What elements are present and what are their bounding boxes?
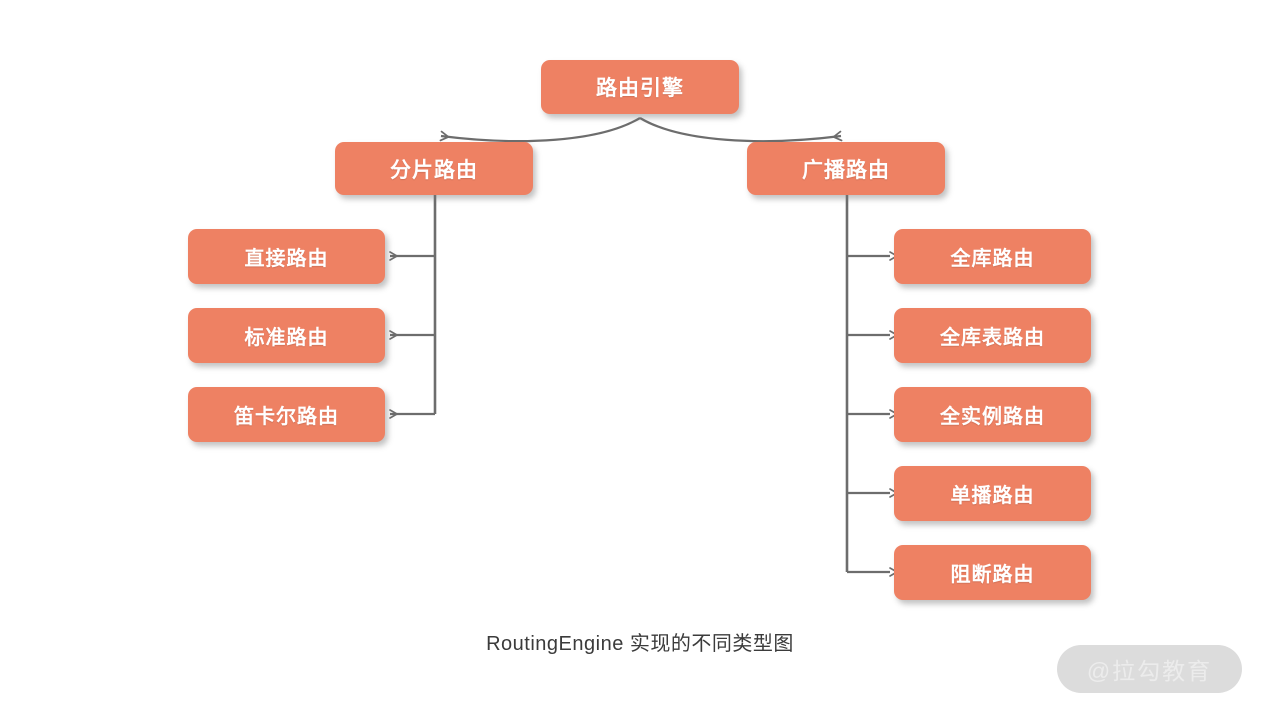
node-ignore-route[interactable]: 阻断路由 — [894, 545, 1091, 600]
node-full-database-route[interactable]: 全库路由 — [894, 229, 1091, 284]
watermark-badge: @拉勾教育 — [1057, 645, 1242, 693]
node-broadcast-route[interactable]: 广播路由 — [747, 142, 945, 195]
node-cartesian-route[interactable]: 笛卡尔路由 — [188, 387, 385, 442]
diagram-caption: RoutingEngine 实现的不同类型图 — [486, 633, 794, 655]
edge-root-to-sharding — [439, 117, 641, 143]
node-root[interactable]: 路由引擎 — [541, 60, 739, 114]
node-direct-route[interactable]: 直接路由 — [188, 229, 385, 284]
node-full-instance-route[interactable]: 全实例路由 — [894, 387, 1091, 442]
node-standard-route[interactable]: 标准路由 — [188, 308, 385, 363]
node-unicast-route[interactable]: 单播路由 — [894, 466, 1091, 521]
node-sharding-route[interactable]: 分片路由 — [335, 142, 533, 195]
edge-root-to-broadcast — [639, 117, 843, 143]
node-full-database-table-route[interactable]: 全库表路由 — [894, 308, 1091, 363]
